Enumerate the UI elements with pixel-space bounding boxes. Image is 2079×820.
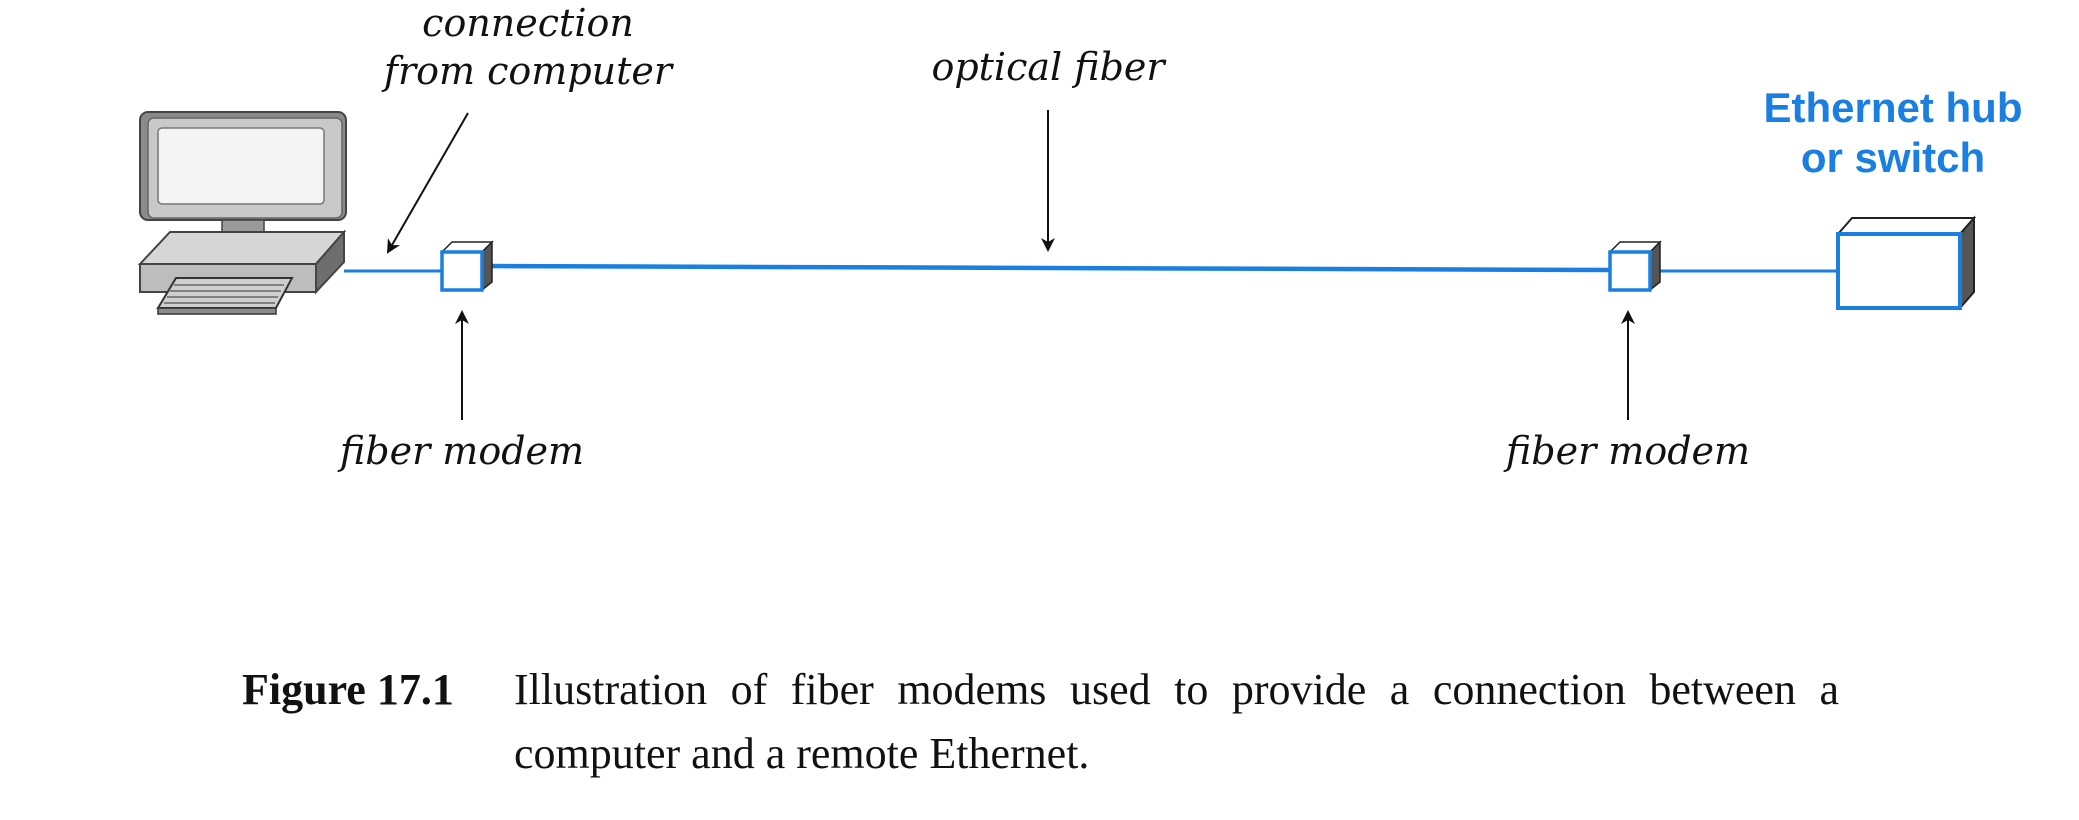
computer-icon — [137, 111, 347, 315]
hub-label-line1: Ethernet hub — [1764, 84, 2023, 131]
optical-fiber-line — [486, 263, 1612, 273]
hub-label-line2: or switch — [1801, 134, 1985, 181]
fiber-modem-left-label: fiber modem — [337, 429, 584, 473]
ethernet-hub-icon — [1835, 215, 1977, 311]
optical-fiber-label: optical fiber — [931, 45, 1167, 89]
fiber-modem-diagram: connection from computer optical fiber f… — [137, 1, 2023, 473]
fiber-modem-right-icon — [1608, 240, 1662, 292]
fiber-modem-left-icon — [440, 240, 494, 292]
caption-text: Illustration of fiber modems used to pro… — [514, 665, 1839, 778]
fiber-modem-right-label: fiber modem — [1503, 429, 1750, 473]
connection-label-line1: connection — [422, 1, 634, 45]
figure-number: Figure 17.1 — [242, 665, 454, 714]
connection-arrow — [387, 112, 469, 254]
connection-label-line2: from computer — [381, 49, 675, 93]
